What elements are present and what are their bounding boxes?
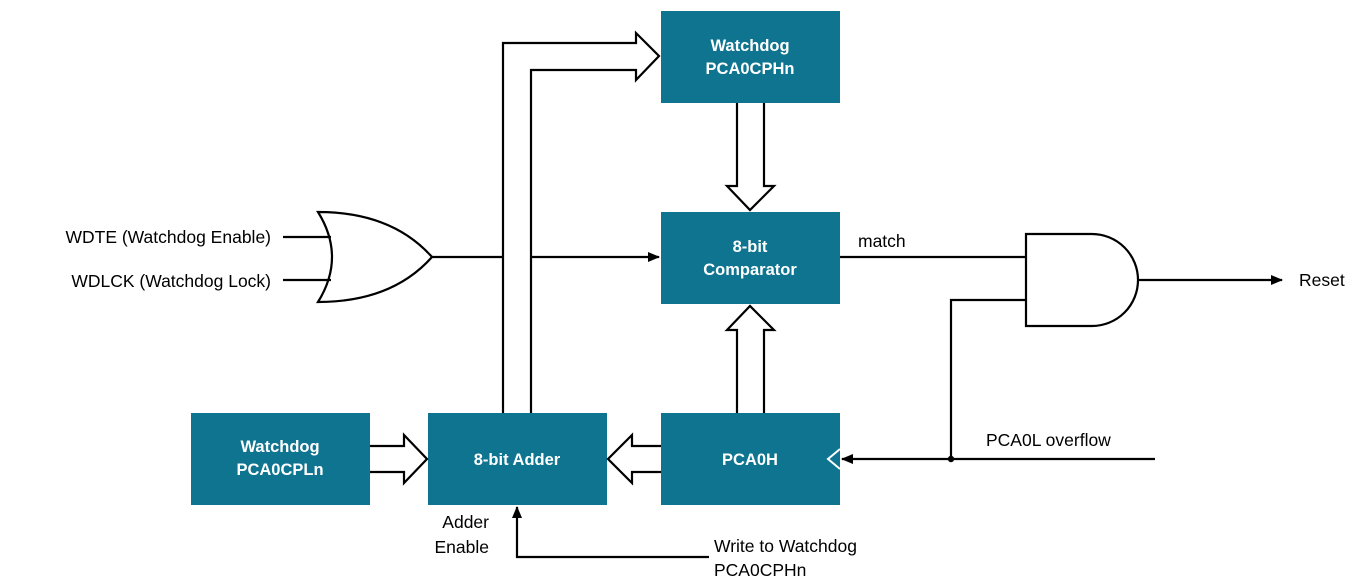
block-watchdog-pca0cphn: Watchdog PCA0CPHn bbox=[661, 11, 840, 103]
block-pca0cph-line1: Watchdog bbox=[710, 37, 789, 55]
block-comparator-line1: 8-bit bbox=[733, 238, 768, 256]
clock-input-icon bbox=[826, 448, 841, 470]
block-comparator-line2: Comparator bbox=[703, 261, 797, 279]
bus-pca0cph-to-comparator bbox=[724, 103, 777, 212]
block-8bit-comparator: 8-bit Comparator bbox=[661, 212, 840, 304]
block-pca0cpl-line1: Watchdog bbox=[240, 438, 319, 456]
block-pca0cph-line2: PCA0CPHn bbox=[706, 60, 795, 78]
label-match: match bbox=[858, 231, 906, 251]
label-wdte: WDTE (Watchdog Enable) bbox=[65, 227, 271, 247]
label-write-line1: Write to Watchdog bbox=[714, 536, 857, 556]
junction-dot bbox=[947, 455, 955, 463]
wire-adder-enable bbox=[512, 506, 709, 559]
bus-adder-to-pca0cph bbox=[501, 30, 661, 413]
wire-overflow-to-and bbox=[949, 298, 1026, 459]
block-watchdog-pca0cpln: Watchdog PCA0CPLn bbox=[191, 413, 370, 505]
block-pca0h-label: PCA0H bbox=[722, 451, 778, 469]
label-adder-enable-line2: Enable bbox=[435, 537, 490, 557]
or-gate-icon bbox=[316, 210, 434, 304]
label-adder-enable-line1: Adder bbox=[442, 512, 489, 532]
block-adder-label: 8-bit Adder bbox=[474, 451, 561, 469]
block-pca0h: PCA0H bbox=[661, 413, 841, 505]
and-gate-icon bbox=[1024, 232, 1140, 328]
bus-pca0cpl-to-adder bbox=[370, 432, 429, 486]
label-reset: Reset bbox=[1299, 270, 1345, 290]
label-pca0l-overflow: PCA0L overflow bbox=[986, 430, 1111, 450]
label-wdlck: WDLCK (Watchdog Lock) bbox=[71, 271, 271, 291]
block-pca0cpl-line2: PCA0CPLn bbox=[236, 461, 323, 479]
bus-pca0h-to-comparator bbox=[724, 304, 777, 413]
block-8bit-adder: 8-bit Adder bbox=[428, 413, 607, 505]
label-write-line2: PCA0CPHn bbox=[714, 560, 806, 580]
bus-pca0h-to-adder bbox=[606, 432, 661, 486]
